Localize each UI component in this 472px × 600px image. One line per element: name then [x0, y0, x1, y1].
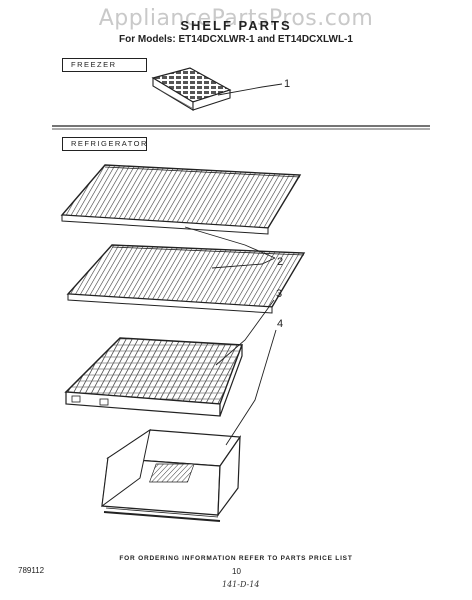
document-code: 789112 [18, 566, 45, 575]
callout-2: 2 [277, 256, 284, 268]
ice-cube-tray [151, 67, 232, 111]
wire-shelf-upper [60, 164, 302, 235]
callout-1: 1 [284, 78, 291, 90]
ordering-info: FOR ORDERING INFORMATION REFER TO PARTS … [119, 555, 353, 562]
leader-line-4 [225, 329, 277, 446]
refrigerator-section-label: REFRIGERATOR [62, 137, 147, 151]
page-number: 10 [232, 567, 241, 576]
callout-3: 3 [276, 288, 283, 300]
watermark: AppliancePartsPros.com [98, 6, 374, 31]
leader-line-3 [215, 299, 275, 366]
wire-shelf-lower [66, 244, 306, 314]
handwritten-note: 141-D-14 [222, 580, 260, 589]
leader-line-2a [184, 226, 276, 259]
callout-4: 4 [277, 318, 284, 330]
freezer-section-label: FREEZER [62, 58, 147, 72]
crisper-drawer [101, 428, 242, 522]
leader-line-2b [211, 257, 276, 269]
model-numbers: For Models: ET14DCXLWR-1 and ET14DCXLWL-… [119, 34, 353, 45]
section-divider [52, 125, 430, 130]
page-title: SHELF PARTS [180, 18, 292, 33]
crisper-cover [64, 337, 244, 417]
leader-line-1 [217, 83, 283, 96]
